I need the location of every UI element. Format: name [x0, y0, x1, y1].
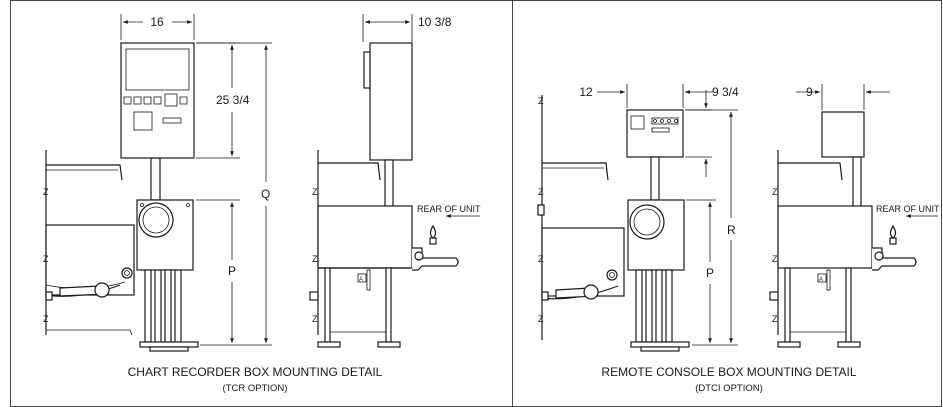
- dim-p-right: P: [706, 266, 714, 280]
- break-mark: Z: [312, 314, 318, 324]
- break-mark: Z: [312, 187, 318, 197]
- kettle-front-view-left: [45, 42, 199, 352]
- dim-r: R: [727, 223, 736, 237]
- caption-title-right: REMOTE CONSOLE BOX MOUNTING DETAIL: [601, 365, 856, 379]
- caption-sub-right: (DTCI OPTION): [695, 383, 763, 394]
- svg-text:A: A: [819, 277, 823, 283]
- chart-recorder-box: [120, 42, 195, 159]
- break-mark: Z: [772, 187, 778, 197]
- break-mark: Z: [538, 96, 544, 106]
- break-mark: Z: [43, 187, 49, 197]
- caption-sub-left: (TCR OPTION): [223, 383, 288, 394]
- dim-p-left: P: [228, 264, 236, 278]
- break-mark: Z: [538, 314, 544, 324]
- dim-width-right: 12: [579, 85, 593, 99]
- dim-height-right: 9 3/4: [712, 85, 739, 99]
- dim-depth-right: 9: [806, 85, 813, 99]
- kettle-side-view-left: A: [309, 42, 459, 348]
- break-mark: Z: [312, 254, 318, 264]
- break-mark: Z: [538, 187, 544, 197]
- kettle-front-view-right: [537, 95, 690, 352]
- chart-recorder-box-side: [369, 42, 413, 161]
- kettle-side-view-right: A: [769, 111, 917, 348]
- right-panel: Z Z Z Z 12 9 3/4 R P: [537, 84, 940, 394]
- remote-console-box: [626, 109, 684, 158]
- left-panel: Z Z Z 16 25 3/4 Q P: [43, 14, 481, 394]
- dim-width-left: 16: [150, 15, 164, 29]
- dim-height-left: 25 3/4: [216, 93, 250, 107]
- break-mark: Z: [538, 254, 544, 264]
- rear-of-unit-label-left: REAR OF UNIT: [417, 204, 481, 214]
- svg-text:A: A: [359, 277, 363, 283]
- break-mark: Z: [43, 254, 49, 264]
- break-mark: Z: [772, 254, 778, 264]
- dim-depth-left: 10 3/8: [418, 15, 452, 29]
- break-mark: Z: [43, 314, 49, 324]
- break-mark: Z: [772, 314, 778, 324]
- rear-of-unit-label-right: REAR OF UNIT: [876, 204, 940, 214]
- dim-q: Q: [261, 187, 270, 201]
- remote-console-box-side: [821, 111, 865, 158]
- caption-title-left: CHART RECORDER BOX MOUNTING DETAIL: [128, 365, 383, 379]
